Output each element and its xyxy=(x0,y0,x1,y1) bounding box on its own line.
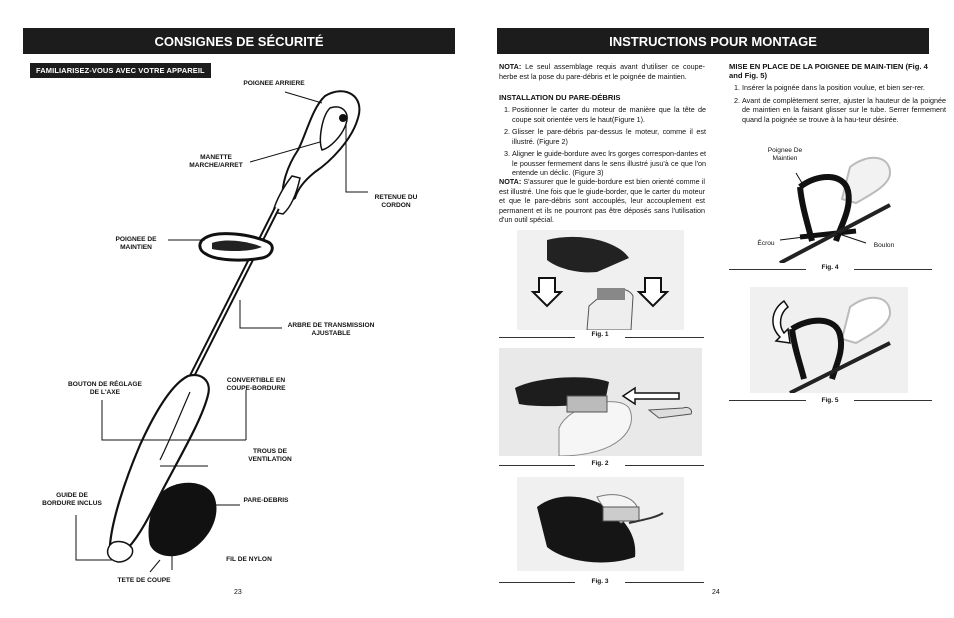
fig4-illustration xyxy=(779,157,892,263)
nota-second: NOTA: S'assurer que le guide-bordure est… xyxy=(499,177,705,225)
trimmer-illustration xyxy=(75,90,368,573)
label-poignee-maintien: POIGNEE DE MAINTIEN xyxy=(115,236,157,252)
install-step: Positionner le carter du moteur de maniè… xyxy=(512,105,706,124)
label-boulon: Boulon xyxy=(873,242,895,249)
fig1-photo xyxy=(517,230,684,331)
familiarize-subbanner: FAMILIARISEZ-VOUS AVEC VOTRE APPAREIL xyxy=(30,63,211,78)
label-poignee-arriere: POIGNEE ARRIERE xyxy=(243,80,305,87)
label-guide-bordure: GUIDE DE BORDURE INCLUS xyxy=(42,492,102,508)
nota-text: Le seul assemblage requis avant d'utilis… xyxy=(499,62,705,81)
fig4-caption: Fig. 4 xyxy=(806,264,854,271)
nota-label: NOTA: xyxy=(499,62,522,71)
label-convertible: CONVERTIBLE EN COUPE-BORDURE xyxy=(226,377,286,393)
nota-intro: NOTA: Le seul assemblage requis avant d'… xyxy=(499,62,705,81)
fig3-caption: Fig. 3 xyxy=(575,578,625,585)
nota-text: S'assurer que le guide-bordure est bien … xyxy=(499,177,705,224)
fig5-caption: Fig. 5 xyxy=(806,397,854,404)
fig3-photo xyxy=(517,477,684,571)
label-tete-coupe: TETE DE COUPE xyxy=(117,577,171,584)
label-poignee-de-maintien: Poignee De Maintien xyxy=(767,147,803,162)
left-page-banner: CONSIGNES DE SÉCURITÉ xyxy=(23,28,455,54)
fig2-photo xyxy=(499,348,702,457)
mise-step: Insérer la poignée dans la position voul… xyxy=(742,83,946,93)
fig2-caption: Fig. 2 xyxy=(575,460,625,467)
install-steps: Positionner le carter du moteur de maniè… xyxy=(499,105,706,181)
mise-steps: Insérer la poignée dans la position voul… xyxy=(729,83,946,127)
install-heading: INSTALLATION DU PARE-DÉBRIS xyxy=(499,93,621,102)
label-retenue-cordon: RETENUE DU CORDON xyxy=(374,194,418,210)
guard-shape xyxy=(148,482,217,557)
label-bouton-reglage: BOUTON DE RÉGLAGE DE L'AXE xyxy=(68,381,142,397)
label-fil-nylon: FIL DE NYLON xyxy=(226,556,272,563)
nota-label: NOTA: xyxy=(499,177,522,186)
install-step: Aligner le guide-bordure avec lrs gorges… xyxy=(512,149,706,178)
page-number-left: 23 xyxy=(234,589,242,596)
label-trous-ventilation: TROUS DE VENTILATION xyxy=(248,448,292,464)
label-ecrou: Écrou xyxy=(757,240,775,247)
mise-heading: MISE EN PLACE DE LA POIGNEE DE MAIN-TIEN… xyxy=(729,62,928,81)
mise-step: Avant de complètement serrer, ajuster la… xyxy=(742,96,946,125)
install-step: Glisser le pare-débris par-dessus le mot… xyxy=(512,127,706,146)
fig5-photo xyxy=(750,287,908,395)
label-arbre: ARBRE DE TRANSMISSION AJUSTABLE xyxy=(287,322,375,338)
page-number-right: 24 xyxy=(712,589,720,596)
fig1-caption: Fig. 1 xyxy=(575,331,625,338)
label-pare-debris: PARE-DEBRIS xyxy=(243,497,289,504)
label-manette: MANETTE MARCHE/ARRET xyxy=(189,154,243,170)
right-page-banner: INSTRUCTIONS POUR MONTAGE xyxy=(497,28,929,54)
